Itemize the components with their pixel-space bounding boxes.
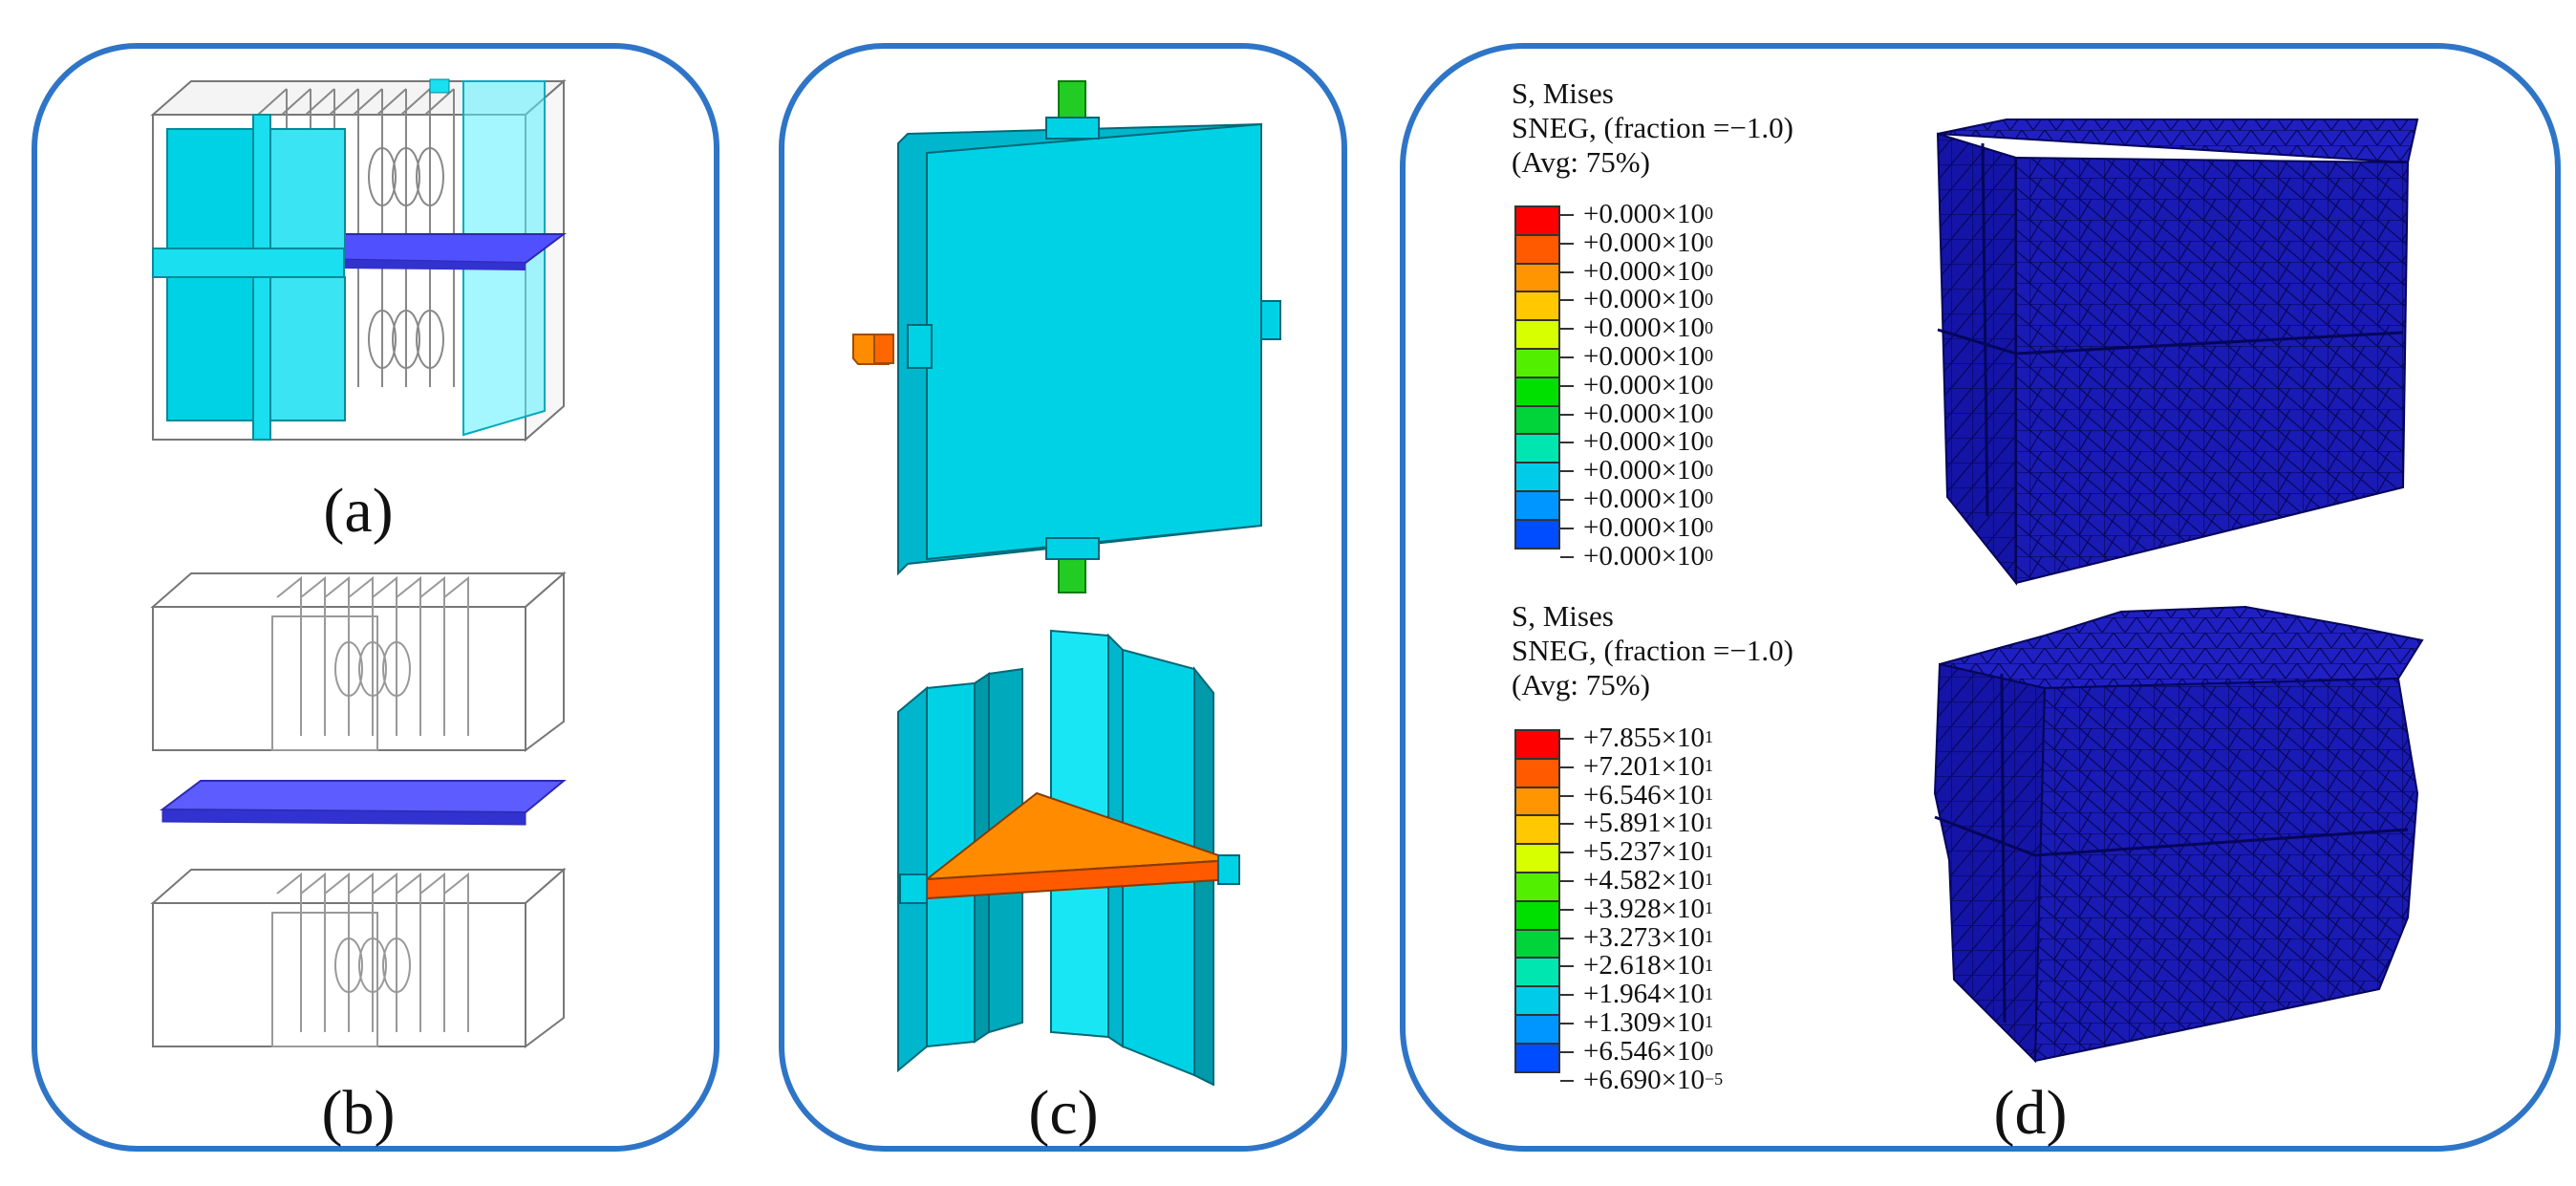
legend-top-colorbar: +0.000×100+0.000×100+0.000×100+0.000×100… (1514, 199, 1839, 571)
legend-tick (1560, 738, 1574, 740)
legend-value-label: +0.000×100 (1583, 455, 1713, 486)
legend-tick (1560, 937, 1574, 939)
legend-swatch (1514, 233, 1560, 265)
legend-value-label: +0.000×100 (1583, 313, 1713, 344)
legend-value-label: +2.618×101 (1583, 950, 1713, 981)
legend-tick (1560, 1050, 1574, 1053)
legend-value-label: +1.309×101 (1583, 1007, 1713, 1038)
legend-value-label: +0.000×100 (1583, 341, 1713, 372)
legend-tick (1560, 413, 1574, 416)
legend-tick (1560, 823, 1574, 826)
legend-swatch (1514, 205, 1560, 236)
legend-tick (1560, 1023, 1574, 1024)
legend-swatch (1514, 262, 1560, 293)
legend-value-label: +6.690×10−5 (1583, 1064, 1724, 1095)
legend-value-label: +0.000×100 (1583, 426, 1713, 458)
legend-tick (1560, 852, 1574, 854)
legend-value-label: +5.237×101 (1583, 836, 1713, 868)
legend-tick (1560, 242, 1574, 245)
plate-assembly-drawing (852, 80, 1281, 593)
legend-value-label: +0.000×100 (1583, 369, 1713, 400)
legend-bottom-avg: (Avg: 75%) (1512, 668, 1650, 701)
legend-value-label: +0.000×100 (1583, 284, 1713, 315)
legend-top-header: S, Mises SNEG, (fraction =−1.0) (Avg: 75… (1512, 76, 1793, 180)
legend-bottom-title: S, Mises (1512, 599, 1614, 633)
legend-tick (1560, 299, 1574, 302)
legend-swatch (1514, 729, 1560, 760)
legend-swatch (1514, 490, 1560, 521)
legend-value-label: +6.546×101 (1583, 779, 1713, 810)
mesh-cube-deformed (1933, 605, 2424, 1064)
legend-swatch (1514, 433, 1560, 464)
legend-value-label: +0.000×100 (1583, 255, 1713, 287)
legend-swatch (1514, 1014, 1560, 1045)
legend-value-label: +4.582×101 (1583, 865, 1713, 895)
legend-value-label: +0.000×100 (1583, 226, 1713, 258)
legend-value-label: +1.964×101 (1583, 979, 1713, 1010)
legend-swatch (1514, 348, 1560, 378)
legend-swatch (1514, 291, 1560, 322)
legend-value-label: +0.000×100 (1583, 484, 1713, 514)
legend-swatch (1514, 928, 1560, 960)
legend-swatch (1514, 462, 1560, 492)
legend-top-subtitle: SNEG, (fraction =−1.0) (1512, 111, 1793, 144)
legend-value-label: +0.000×100 (1583, 398, 1713, 429)
caption-b: (b) (321, 1078, 396, 1148)
legend-top-title: S, Mises (1512, 76, 1614, 110)
legend-tick (1560, 965, 1574, 968)
legend-tick (1560, 470, 1574, 473)
legend-value-label: +3.273×101 (1583, 921, 1713, 953)
legend-value-label: +0.000×100 (1583, 199, 1713, 229)
legend-tick (1560, 328, 1574, 331)
mesh-cube-undeformed (1936, 119, 2419, 586)
triangle-support-drawing (897, 629, 1240, 1087)
legend-tick (1560, 270, 1574, 273)
legend-bottom-header: S, Mises SNEG, (fraction =−1.0) (Avg: 75… (1512, 599, 1793, 702)
legend-tick (1560, 499, 1574, 501)
assembled-box-drawing (150, 78, 567, 442)
legend-swatch (1514, 404, 1560, 436)
caption-d: (d) (1993, 1078, 2068, 1148)
legend-swatch (1514, 814, 1560, 846)
legend-bottom-subtitle: SNEG, (fraction =−1.0) (1512, 634, 1793, 667)
legend-swatch (1514, 843, 1560, 873)
legend-value-label: +5.891×101 (1583, 808, 1713, 839)
caption-c: (c) (1028, 1078, 1099, 1148)
legend-tick (1560, 794, 1574, 797)
legend-bottom-colorbar: +7.855×101+7.201×101+6.546×101+5.891×101… (1514, 722, 1839, 1094)
legend-tick (1560, 880, 1574, 882)
legend-tick (1560, 908, 1574, 911)
legend-value-label: +0.000×100 (1583, 540, 1713, 571)
legend-swatch (1514, 376, 1560, 407)
legend-swatch (1514, 757, 1560, 788)
exploded-box-drawing (150, 571, 567, 1048)
legend-swatch (1514, 319, 1560, 350)
legend-tick (1560, 442, 1574, 444)
legend-value-label: +7.855×101 (1583, 722, 1713, 753)
caption-a: (a) (323, 476, 394, 546)
legend-tick (1560, 356, 1574, 358)
legend-value-label: +0.000×100 (1583, 511, 1713, 543)
legend-value-label: +3.928×101 (1583, 893, 1713, 924)
legend-value-label: +7.201×101 (1583, 750, 1713, 782)
legend-swatch (1514, 899, 1560, 931)
legend-swatch (1514, 872, 1560, 902)
legend-tick (1560, 527, 1574, 529)
legend-tick (1560, 766, 1574, 768)
legend-tick (1560, 384, 1574, 387)
legend-swatch (1514, 1042, 1560, 1073)
legend-tick (1560, 214, 1574, 216)
legend-tick (1560, 994, 1574, 997)
legend-swatch (1514, 985, 1560, 1016)
legend-tick (1560, 1079, 1574, 1082)
legend-tick (1560, 555, 1574, 558)
legend-top-avg: (Avg: 75%) (1512, 145, 1650, 179)
legend-swatch (1514, 518, 1560, 550)
legend-value-label: +6.546×100 (1583, 1035, 1713, 1067)
legend-swatch (1514, 786, 1560, 817)
legend-swatch (1514, 957, 1560, 988)
